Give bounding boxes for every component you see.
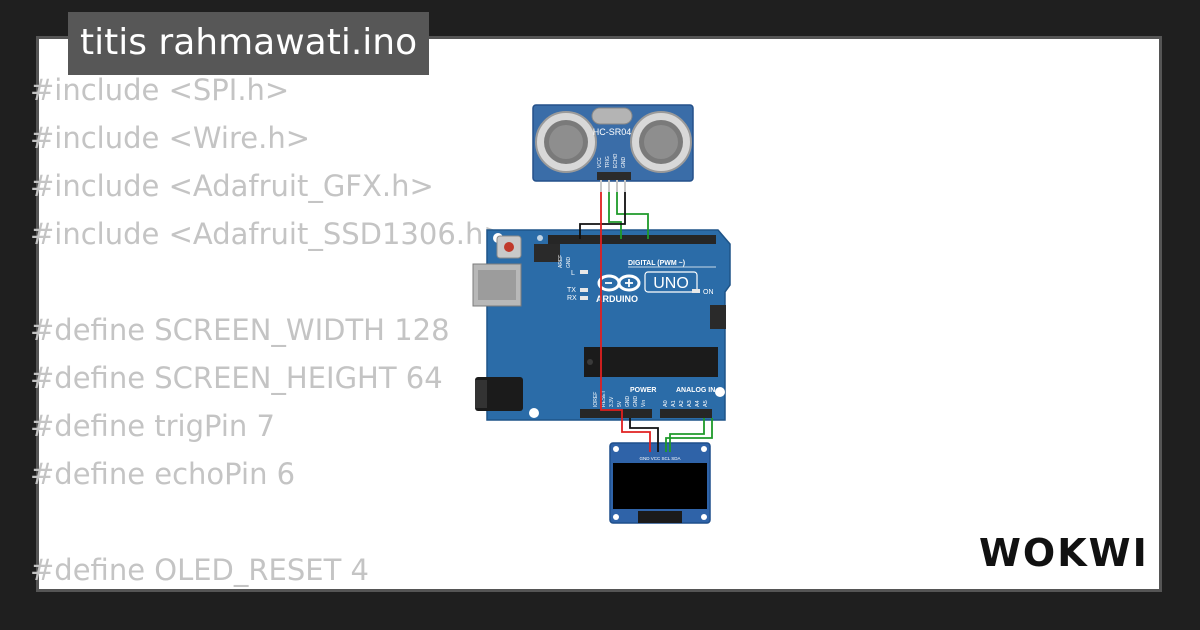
- circuit-diagram: HC-SR04 VCC TRIG ECHO GND AREF GND DIGIT…: [472, 104, 731, 524]
- arduino-uno-board[interactable]: AREF GND DIGITAL (PWM ~) L TX RX UNO ARD…: [472, 229, 731, 421]
- sensor-pin-label: TRIG: [605, 156, 611, 168]
- code-line: [30, 258, 508, 306]
- power-pin-label: GND: [633, 396, 639, 408]
- analog-pin-label: A4: [695, 400, 701, 407]
- led-tx-label: TX: [567, 287, 576, 294]
- analog-section-label: ANALOG IN: [676, 387, 715, 394]
- power-pin-label: RESET: [601, 390, 607, 407]
- code-line: #include <Wire.h>: [30, 121, 311, 155]
- led-rx-label: RX: [567, 295, 577, 302]
- aref-label: AREF: [558, 255, 564, 268]
- sensor-label: HC-SR04: [593, 127, 632, 137]
- code-line: #define SCREEN_WIDTH 128: [30, 313, 450, 347]
- code-preview: #include <SPI.h> #include <Wire.h> #includ…: [30, 66, 508, 594]
- power-pin-label: 3.3V: [609, 396, 615, 407]
- code-line: #include <Adafruit_GFX.h>: [30, 169, 434, 203]
- board-brand-label: ARDUINO: [596, 294, 638, 304]
- sensor-pin-label: GND: [621, 157, 627, 169]
- power-pin-label: GND: [625, 396, 631, 408]
- power-pin-label: Vin: [641, 400, 647, 407]
- code-line: #define echoPin 6: [30, 457, 296, 491]
- code-line: #define trigPin 7: [30, 409, 275, 443]
- gnd-label: GND: [566, 257, 572, 269]
- power-section-label: POWER: [630, 387, 656, 394]
- oled-screen: [613, 463, 707, 509]
- code-line: #define OLED_RESET 4: [30, 553, 369, 587]
- arduino-logo-icon: [597, 274, 641, 292]
- code-line: #include <Adafruit_SSD1306.h>: [30, 217, 508, 251]
- power-on-label: ON: [703, 289, 714, 296]
- code-line: #define SCREEN_HEIGHT 64: [30, 361, 443, 395]
- oled-pin-labels: GND VCC SCL SDA: [639, 456, 680, 461]
- analog-pin-label: A2: [679, 400, 685, 407]
- board-model-label: UNO: [653, 275, 689, 292]
- sensor-pin-label: ECHO: [613, 153, 619, 168]
- oled-display[interactable]: GND VCC SCL SDA: [609, 442, 711, 524]
- analog-pin-label: A0: [663, 400, 669, 407]
- analog-pin-label: A3: [687, 400, 693, 407]
- code-line: [30, 498, 508, 546]
- wokwi-logo-text: WOKWI: [979, 531, 1149, 575]
- sensor-pin-label: VCC: [597, 157, 603, 168]
- power-pin-label: IOREF: [593, 392, 599, 407]
- led-l-label: L: [571, 270, 575, 277]
- ultrasonic-sensor[interactable]: HC-SR04 VCC TRIG ECHO GND: [532, 104, 694, 192]
- project-title: titis rahmawati.ino: [68, 12, 430, 75]
- power-pin-label: 5V: [617, 400, 623, 407]
- code-line: #include <SPI.h>: [30, 73, 290, 107]
- wiring: [579, 192, 713, 452]
- digital-header-label: DIGITAL (PWM ~): [628, 260, 685, 267]
- wokwi-logo: WOKWI: [979, 531, 1149, 575]
- analog-pin-label: A5: [703, 400, 709, 407]
- analog-pin-label: A1: [671, 400, 677, 407]
